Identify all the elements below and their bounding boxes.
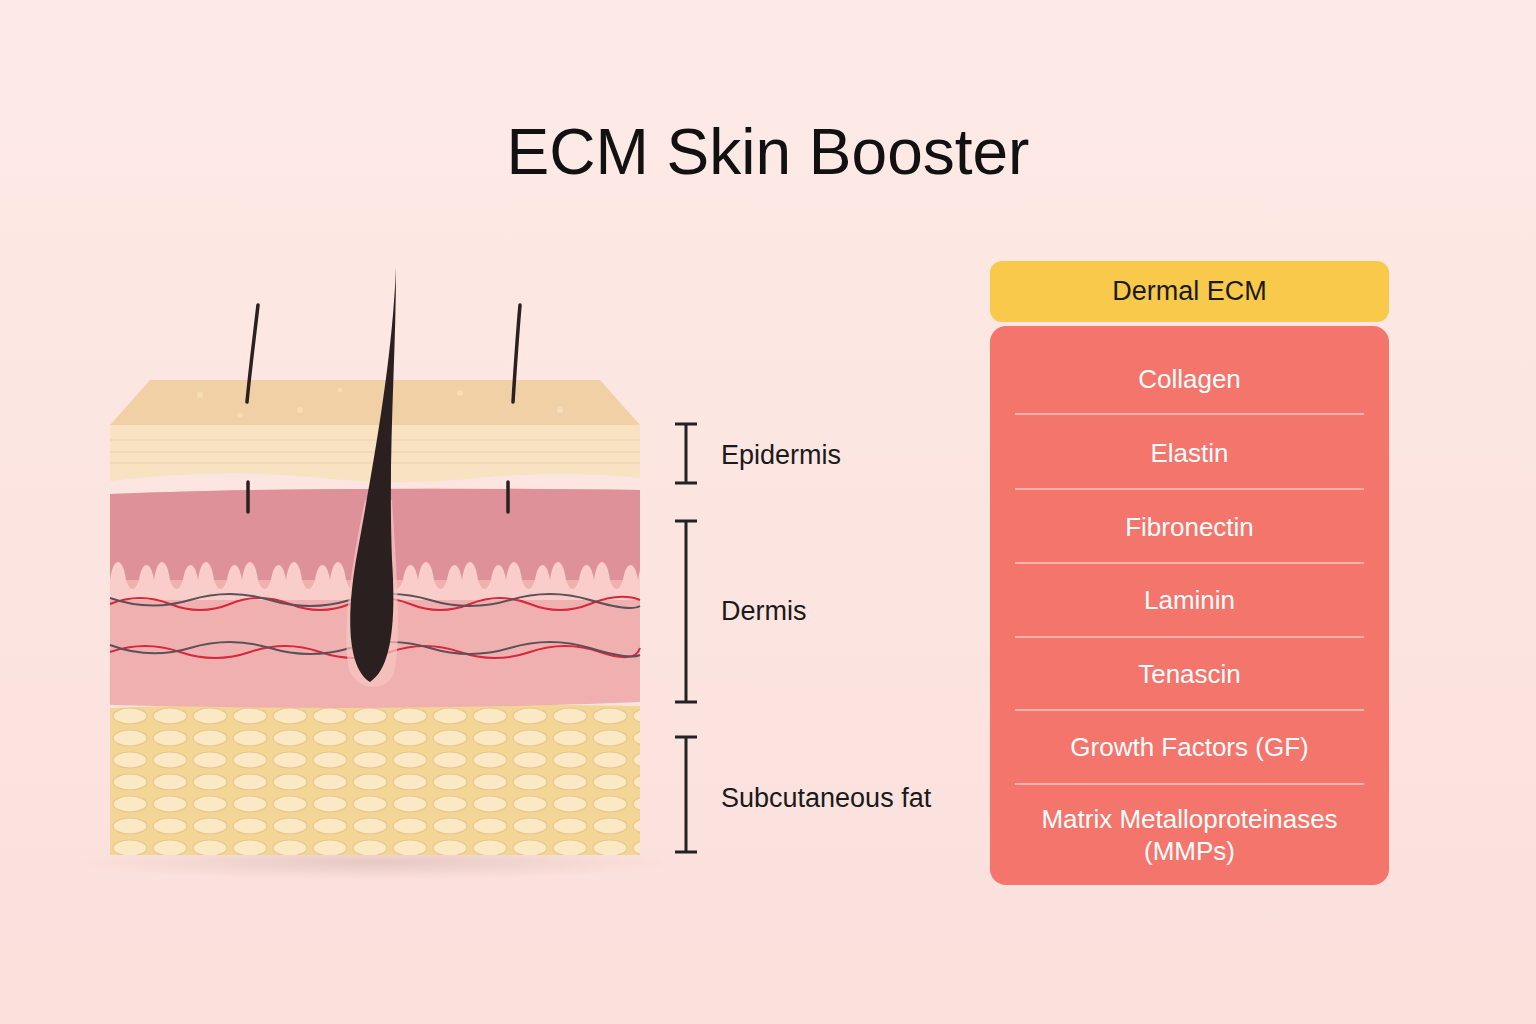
list-item: Elastin (1015, 437, 1364, 470)
list-item: Matrix Metalloproteinases (MMPs) (1015, 803, 1364, 868)
diagram-title: ECM Skin Booster (0, 120, 1536, 184)
hair (247, 268, 520, 687)
list-item: Fibronectin (1015, 511, 1364, 544)
layer-label: Subcutaneous fat (721, 782, 931, 814)
row-divider (1015, 562, 1364, 564)
list-item: Laminin (1015, 584, 1364, 617)
row-divider (1015, 636, 1364, 638)
layer-label: Epidermis (721, 439, 841, 471)
row-divider (1015, 488, 1364, 490)
layer-bracket (675, 424, 697, 852)
header-box: Dermal ECM (990, 261, 1389, 322)
row-divider (1015, 709, 1364, 711)
list-item: Collagen (1015, 363, 1364, 396)
fat-layer (110, 703, 640, 855)
row-divider (1015, 783, 1364, 785)
list-panel: CollagenElastinFibronectinLamininTenasci… (990, 326, 1389, 885)
panel-heading: Dermal ECM (1000, 275, 1379, 309)
layer-label: Dermis (721, 595, 807, 627)
row-divider (1015, 413, 1364, 415)
list-item: Tenascin (1015, 658, 1364, 691)
list-item: Growth Factors (GF) (1015, 731, 1364, 764)
